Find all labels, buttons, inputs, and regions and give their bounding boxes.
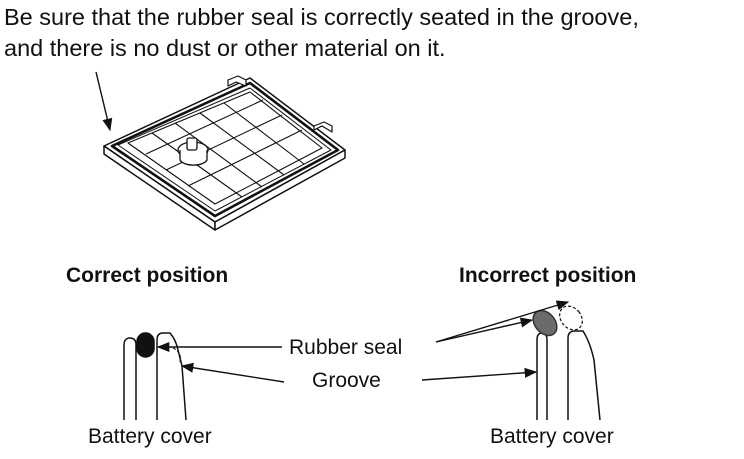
battery-cover-label-right: Battery cover: [490, 425, 614, 448]
instruction-line-1: Be sure that the rubber seal is correctl…: [4, 4, 639, 30]
battery-cover-label-left: Battery cover: [88, 425, 212, 448]
instruction-line-2: and there is no dust or other material o…: [4, 35, 446, 61]
rubber-seal-correct-icon: [136, 332, 155, 358]
groove-label: Groove: [312, 369, 381, 392]
rubber-seal-outline-icon: [559, 305, 583, 331]
callout-arrows: [156, 300, 570, 383]
rubber-seal-label: Rubber seal: [289, 336, 403, 359]
seal-pointer-arrow: [95, 71, 113, 132]
battery-cover-illustration: [103, 75, 346, 231]
instruction-text: Be sure that the rubber seal is correctl…: [4, 2, 744, 64]
correct-position-heading: Correct position: [66, 264, 229, 287]
rubber-seal-misplaced-icon: [532, 309, 558, 337]
correct-position-cross-section: [123, 332, 187, 421]
incorrect-position-heading: Incorrect position: [459, 264, 637, 287]
incorrect-position-cross-section: [532, 305, 601, 421]
